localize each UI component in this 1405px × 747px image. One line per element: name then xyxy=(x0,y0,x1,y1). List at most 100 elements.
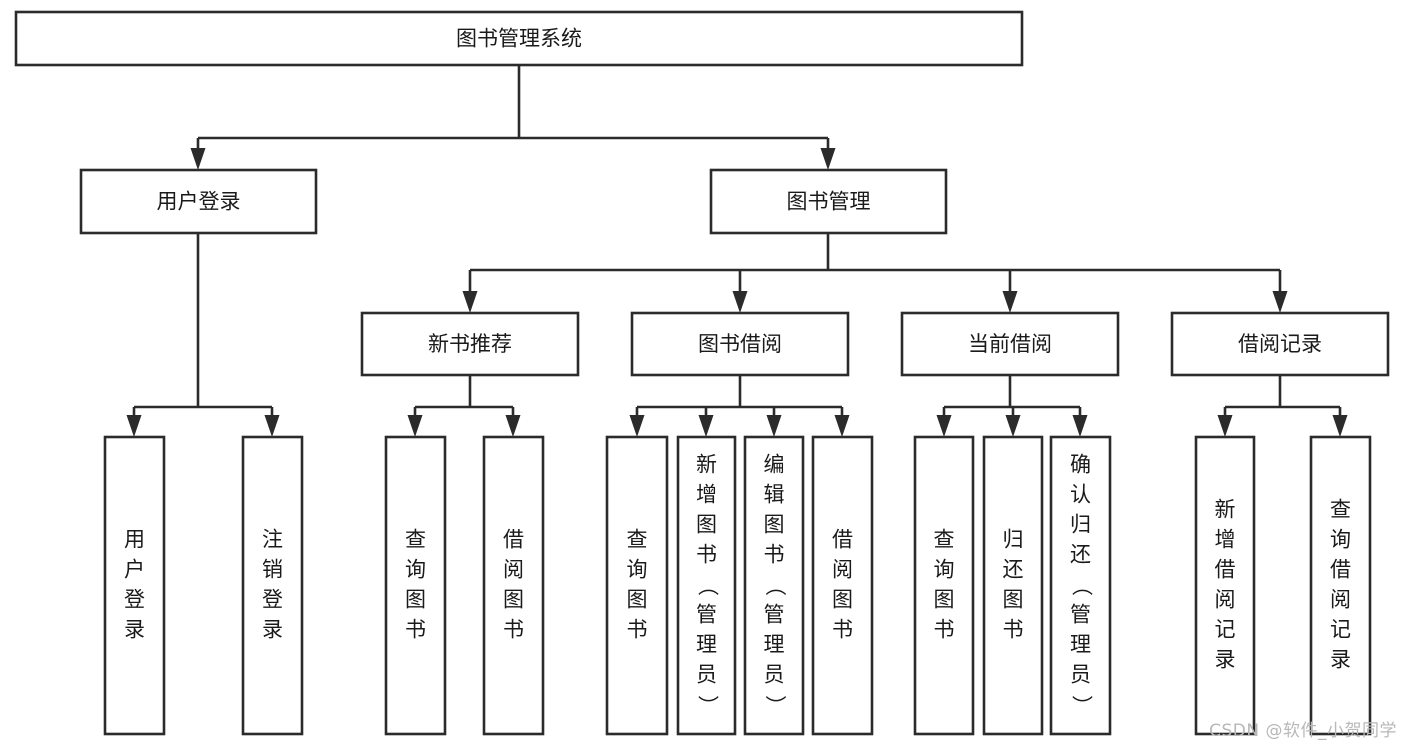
node-box-leaf-query-book-2[interactable] xyxy=(605,435,669,736)
node-box-leaf-borrow-book-2[interactable] xyxy=(811,435,874,736)
node-label-char: 录 xyxy=(262,618,283,642)
node-new-book-recommend[interactable]: 新书推荐 xyxy=(360,311,580,377)
node-label-char: 借 xyxy=(1215,558,1236,582)
node-label-leaf-query-book-1: 查询图书查询图书 xyxy=(405,528,426,642)
node-label-leaf-borrow-book-2: 借阅图书借阅图书 xyxy=(832,528,853,642)
node-box-leaf-query-record[interactable] xyxy=(1309,435,1372,736)
node-label-char: 阅 xyxy=(503,558,524,582)
node-label-char: 员 xyxy=(696,663,717,687)
node-box-borrow-record[interactable] xyxy=(1170,311,1390,377)
node-box-leaf-edit-book[interactable] xyxy=(743,435,805,736)
arrow-head-icon xyxy=(834,415,850,437)
arrow-head-icon xyxy=(732,291,748,313)
node-label-char: 还 xyxy=(1070,543,1091,567)
node-layer: 图书管理系统用户登录图书管理新书推荐图书借阅当前借阅借阅记录用户登录用户登录注销… xyxy=(14,10,1390,736)
node-box-book-manage[interactable] xyxy=(709,168,948,235)
node-box-leaf-user-login[interactable] xyxy=(103,435,166,736)
node-label-leaf-borrow-book-1: 借阅图书借阅图书 xyxy=(503,528,524,642)
node-label-char: 阅 xyxy=(832,558,853,582)
node-label-user-login: 用户登录 xyxy=(157,190,241,214)
node-label-char: 录 xyxy=(1330,648,1351,672)
node-label-current-borrow: 当前借阅 xyxy=(968,332,1052,356)
node-label-char: 户 xyxy=(124,558,145,582)
node-root[interactable]: 图书管理系统 xyxy=(14,10,1024,67)
node-label-new-book-recommend: 新书推荐 xyxy=(428,332,512,356)
node-leaf-logout[interactable]: 注销登录注销登录 xyxy=(241,435,304,736)
node-box-book-borrow[interactable] xyxy=(630,311,850,377)
node-label-char: 图 xyxy=(832,588,853,612)
node-label-char: 录 xyxy=(124,618,145,642)
node-label-char: 记 xyxy=(1330,618,1351,642)
node-label-char: 书 xyxy=(405,618,426,642)
node-label-leaf-query-record: 查询借阅记录查询借阅记录 xyxy=(1330,498,1351,672)
node-box-leaf-add-book[interactable] xyxy=(676,435,737,736)
node-box-user-login[interactable] xyxy=(79,168,318,235)
node-label-leaf-logout: 注销登录注销登录 xyxy=(262,528,283,642)
node-label-char: 员 xyxy=(764,663,785,687)
node-label-char: 管 xyxy=(696,603,717,627)
node-label-char: （ xyxy=(696,575,720,596)
node-label-char: 书 xyxy=(696,543,717,567)
node-book-borrow[interactable]: 图书借阅 xyxy=(630,311,850,377)
node-label-char: 询 xyxy=(627,558,648,582)
node-leaf-query-book-1[interactable]: 查询图书查询图书 xyxy=(384,435,447,736)
node-label-char: 借 xyxy=(503,528,524,552)
node-label-leaf-return-book: 归还图书归还图书 xyxy=(1003,528,1024,642)
node-box-leaf-query-book-1[interactable] xyxy=(384,435,447,736)
node-box-leaf-confirm-return[interactable] xyxy=(1049,435,1112,736)
node-label-leaf-add-record: 新增借阅记录新增借阅记录 xyxy=(1215,498,1236,672)
node-label-char: 销 xyxy=(262,558,283,582)
node-leaf-query-book-3[interactable]: 查询图书查询图书 xyxy=(913,435,975,736)
node-label-char: 认 xyxy=(1070,483,1091,507)
node-label-char: 编 xyxy=(764,453,785,477)
node-leaf-user-login[interactable]: 用户登录用户登录 xyxy=(103,435,166,736)
arrow-head-icon xyxy=(264,415,280,437)
node-box-leaf-add-record[interactable] xyxy=(1194,435,1256,736)
connector-group-user-login xyxy=(126,233,280,437)
node-label-char: 查 xyxy=(405,528,426,552)
node-label-char: 书 xyxy=(832,618,853,642)
node-label-char: 管 xyxy=(764,603,785,627)
node-label-char: 书 xyxy=(503,618,524,642)
node-label-char: 图 xyxy=(934,588,955,612)
node-box-root[interactable] xyxy=(14,10,1024,67)
node-box-new-book-recommend[interactable] xyxy=(360,311,580,377)
node-current-borrow[interactable]: 当前借阅 xyxy=(900,311,1120,377)
arrow-head-icon xyxy=(629,415,645,437)
node-user-login[interactable]: 用户登录 xyxy=(79,168,318,235)
node-borrow-record[interactable]: 借阅记录 xyxy=(1170,311,1390,377)
arrow-head-icon xyxy=(936,415,952,437)
node-label-char: 阅 xyxy=(1330,588,1351,612)
node-label-char: 图 xyxy=(503,588,524,612)
node-label-root: 图书管理系统 xyxy=(456,27,582,51)
node-label-book-manage: 图书管理 xyxy=(787,190,871,214)
node-label-leaf-query-book-2: 查询图书查询图书 xyxy=(627,528,648,642)
node-label-char: 查 xyxy=(934,528,955,552)
node-leaf-query-record[interactable]: 查询借阅记录查询借阅记录 xyxy=(1309,435,1372,736)
node-box-current-borrow[interactable] xyxy=(900,311,1120,377)
node-box-leaf-query-book-3[interactable] xyxy=(913,435,975,736)
node-label-char: 增 xyxy=(1215,528,1236,552)
node-box-leaf-return-book[interactable] xyxy=(982,435,1044,736)
node-leaf-borrow-book-2[interactable]: 借阅图书借阅图书 xyxy=(811,435,874,736)
node-label-char: 注 xyxy=(262,528,283,552)
node-label-char: 阅 xyxy=(1215,588,1236,612)
node-box-leaf-borrow-book-1[interactable] xyxy=(482,435,545,736)
node-leaf-borrow-book-1[interactable]: 借阅图书借阅图书 xyxy=(482,435,545,736)
node-label-char: 书 xyxy=(627,618,648,642)
node-leaf-return-book[interactable]: 归还图书归还图书 xyxy=(982,435,1044,736)
node-leaf-query-book-2[interactable]: 查询图书查询图书 xyxy=(605,435,669,736)
node-leaf-add-record[interactable]: 新增借阅记录新增借阅记录 xyxy=(1194,435,1256,736)
node-label-char: 记 xyxy=(1215,618,1236,642)
node-book-manage[interactable]: 图书管理 xyxy=(709,168,948,235)
node-label-char: 员 xyxy=(1070,663,1091,687)
node-label-borrow-record: 借阅记录 xyxy=(1238,332,1322,356)
node-box-leaf-logout[interactable] xyxy=(241,435,304,736)
